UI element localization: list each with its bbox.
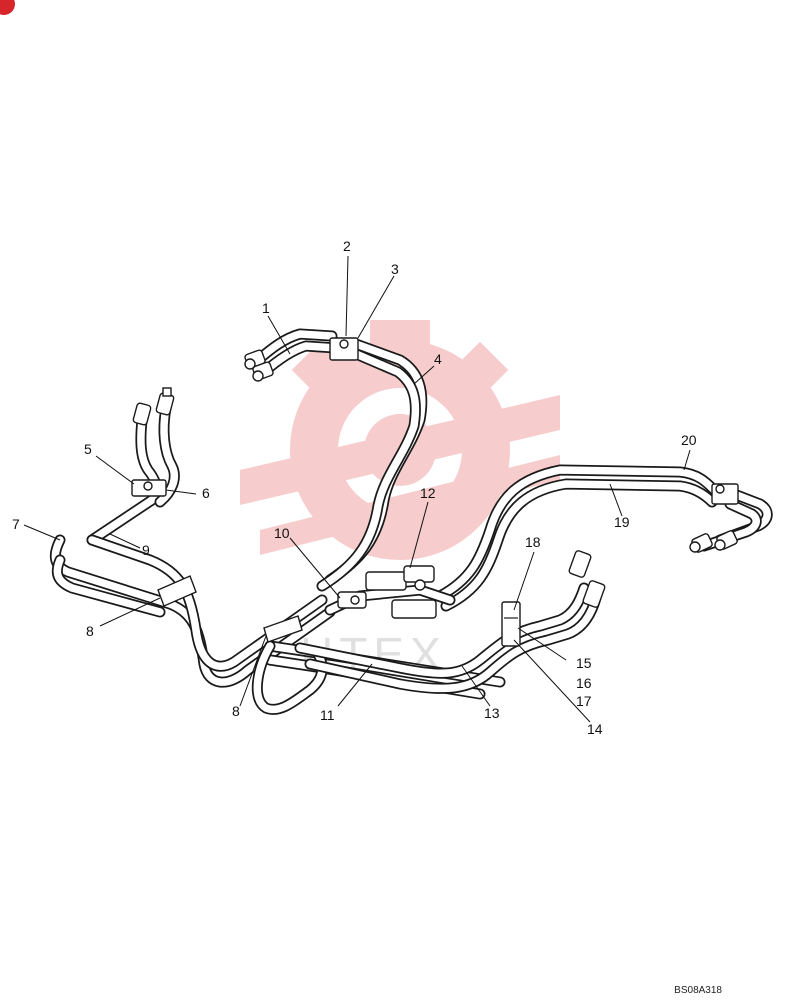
callout-leaders <box>23 255 691 723</box>
callout-7: 7 <box>12 516 20 532</box>
fitting-right-upper <box>689 530 738 553</box>
callout-18: 18 <box>525 534 541 550</box>
callout-1: 1 <box>262 300 270 316</box>
fitting-left-top <box>132 387 175 426</box>
clamp-right-lower <box>501 601 521 647</box>
tube-13-b-fill <box>306 594 600 693</box>
callout-11: 11 <box>320 707 335 723</box>
fittings-group <box>131 337 739 647</box>
leader-11 <box>337 663 373 707</box>
leader-10 <box>289 537 341 599</box>
callout-labels: 1 2 3 4 5 6 7 8 8 9 10 11 12 13 14 15 16… <box>12 238 697 737</box>
clamp-right-upper <box>711 483 739 505</box>
leader-14 <box>513 639 591 723</box>
callout-13: 13 <box>484 705 500 721</box>
bracket-left <box>157 575 197 607</box>
callout-19: 19 <box>614 514 630 530</box>
reference-code: BS08A318 <box>674 985 722 996</box>
leader-15 <box>517 627 567 661</box>
callout-5: 5 <box>84 441 92 457</box>
center-manifold <box>337 565 437 619</box>
leader-19 <box>609 483 623 517</box>
callout-14: 14 <box>587 721 603 737</box>
clamp-upper <box>329 337 359 361</box>
callout-3: 3 <box>391 261 399 277</box>
leader-2 <box>345 255 349 337</box>
leader-8a <box>99 597 161 627</box>
tube-19-b-fill <box>442 480 716 610</box>
tube-7-lower-fill <box>53 556 164 616</box>
tube-19-a-fill <box>436 466 720 600</box>
tube-left-riser-b-fill <box>156 404 179 506</box>
callout-20: 20 <box>681 432 697 448</box>
callout-2: 2 <box>343 238 351 254</box>
tube-20-right-b-fill <box>700 500 760 550</box>
fitting-right-lower <box>568 550 606 608</box>
tube-13-a-fill <box>296 584 588 677</box>
callout-8b: 8 <box>232 703 240 719</box>
leader-1 <box>267 315 291 355</box>
leader-20 <box>683 449 691 471</box>
corner-mark <box>0 0 15 15</box>
callout-9: 9 <box>142 542 150 558</box>
leader-5 <box>95 455 135 485</box>
leader-12 <box>409 501 429 569</box>
tube-8-loop-fill <box>253 642 326 714</box>
tube-4-b-fill <box>318 350 420 590</box>
callout-6: 6 <box>202 485 210 501</box>
leader-9 <box>109 533 141 549</box>
tube-9-main-fill <box>88 536 326 670</box>
callout-15: 15 <box>576 655 592 671</box>
leader-3 <box>357 275 395 339</box>
callout-17: 17 <box>576 693 592 709</box>
bracket-center <box>263 615 303 643</box>
clamp-left <box>131 479 167 497</box>
leader-8b <box>239 635 267 707</box>
callout-10: 10 <box>274 525 290 541</box>
tube-assembly <box>49 328 773 715</box>
leader-13 <box>461 665 491 707</box>
leader-4 <box>413 365 435 385</box>
callout-12: 12 <box>420 485 436 501</box>
callout-16: 16 <box>576 675 592 691</box>
callout-8a: 8 <box>86 623 94 639</box>
leader-18 <box>513 551 535 611</box>
leader-6 <box>165 489 197 495</box>
callout-4: 4 <box>434 351 442 367</box>
fitting-upper-left <box>244 349 274 382</box>
leader-7 <box>23 524 61 541</box>
